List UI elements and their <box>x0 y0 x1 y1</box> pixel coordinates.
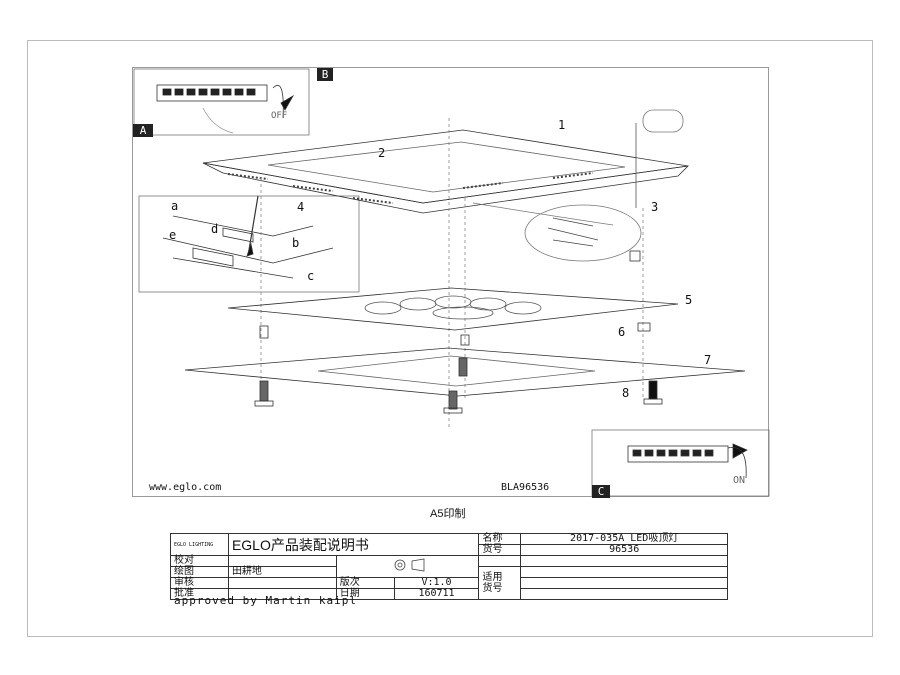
terminal-block-c <box>627 445 729 463</box>
inset-b-frame <box>133 68 310 136</box>
callout-a: A <box>133 124 153 137</box>
label-version: 版次 <box>335 577 395 589</box>
fixing-screws <box>254 250 663 414</box>
value-date: 160711 <box>393 588 480 600</box>
value-name: 2017-035A LED吸顶灯 <box>520 533 728 545</box>
assembly-drawing: B A C OFF ON 1 2 3 4 5 6 7 8 a b c d e w… <box>132 67 770 498</box>
callout-d-lower: d <box>211 222 219 236</box>
inset-c-frame <box>591 429 770 497</box>
label-check: 校对 <box>170 555 229 567</box>
callout-6: 6 <box>618 325 626 339</box>
cover-frame <box>184 347 746 397</box>
callout-e-lower: e <box>169 228 177 242</box>
callout-b: B <box>317 68 333 81</box>
label-name: 名称 <box>478 533 522 545</box>
terminal-block-b <box>156 84 268 102</box>
exploded-view <box>133 68 770 497</box>
title-block: EGLO LIGHTING EGLO产品装配说明书 名称 2017-035A L… <box>170 533 728 605</box>
led-module <box>364 295 542 320</box>
callout-b-lower: b <box>292 236 300 250</box>
label-applicable-2: 货号 <box>482 583 503 594</box>
callout-5: 5 <box>685 293 693 307</box>
callout-c-lower: c <box>307 269 315 283</box>
model-code: BLA96536 <box>501 482 550 493</box>
website-text: www.eglo.com <box>149 482 222 493</box>
callout-c: C <box>592 485 610 498</box>
value-draw: 田耕地 <box>227 566 337 578</box>
led-plate <box>227 287 679 331</box>
document-sheet <box>27 40 873 637</box>
callout-7: 7 <box>704 353 712 367</box>
label-draw: 绘图 <box>170 566 229 578</box>
projection-symbol <box>335 555 480 578</box>
callout-3: 3 <box>651 200 659 214</box>
switch-on-label: ON <box>733 475 746 486</box>
label-approve: 批准 <box>170 588 229 600</box>
value-version: V:1.0 <box>393 577 480 589</box>
arrow-head-on <box>732 443 748 459</box>
callout-8: 8 <box>622 386 630 400</box>
screw-detail <box>642 109 684 133</box>
arrow-c <box>727 446 747 479</box>
detail-magnifier <box>524 204 642 262</box>
connector-lines <box>162 215 334 279</box>
arrow-b <box>272 84 284 119</box>
label-review: 审核 <box>170 577 229 589</box>
switch-off-label: OFF <box>271 111 288 121</box>
callout-2: 2 <box>378 146 386 160</box>
projection-icon <box>394 558 424 572</box>
arrow-head-off <box>280 94 295 111</box>
callout-1: 1 <box>558 118 566 132</box>
screwdriver <box>247 195 259 257</box>
label-date: 日期 <box>335 588 395 600</box>
print-format-note: A5印制 <box>430 508 466 520</box>
inset-a-frame <box>138 195 360 293</box>
label-item-no: 货号 <box>478 544 522 556</box>
value-item-no: 96536 <box>520 544 728 556</box>
label-applicable-1: 适用 <box>482 572 503 583</box>
document-heading: EGLO产品装配说明书 <box>227 533 480 556</box>
callout-a-lower: a <box>171 199 179 213</box>
callout-4: 4 <box>297 200 305 214</box>
brand-logo: EGLO LIGHTING <box>170 533 229 556</box>
approved-by-line: approved by Martin kaipl <box>174 594 357 607</box>
base-plate-side <box>202 162 690 214</box>
